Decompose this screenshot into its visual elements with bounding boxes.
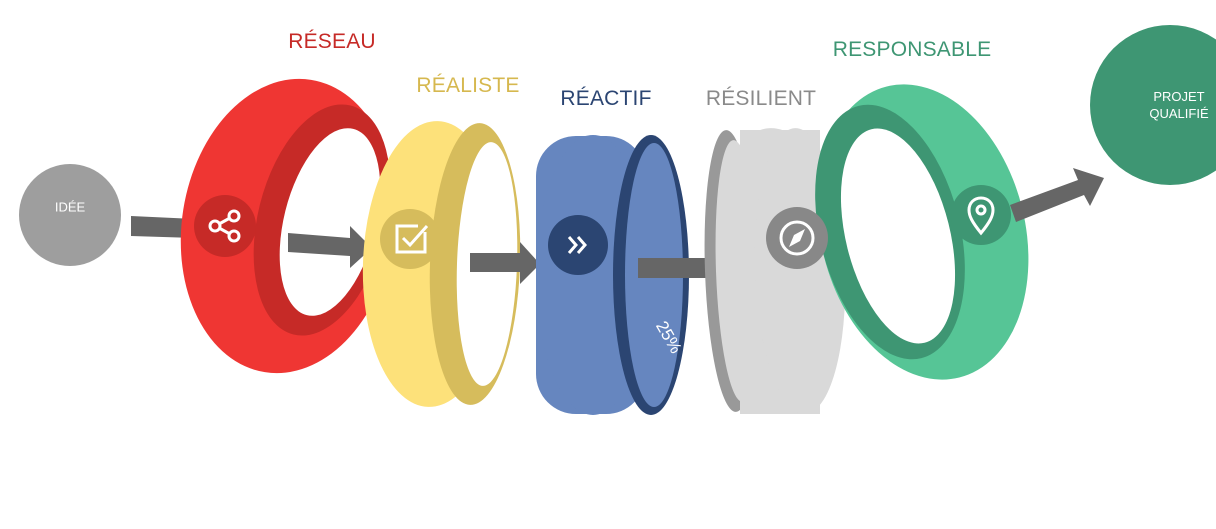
start-circle — [19, 164, 121, 266]
ring-responsable — [815, 84, 1029, 380]
ring-reseau — [180, 78, 396, 374]
end-label: PROJET QUALIFIÉ — [1149, 88, 1208, 122]
arrow-responsable-projet — [1010, 168, 1104, 222]
label-reactif: RÉACTIF — [560, 87, 652, 110]
label-resilient: RÉSILIENT — [705, 87, 817, 110]
reseau-icon-badge — [194, 195, 256, 257]
realiste-icon-badge — [380, 209, 440, 269]
end-node — [1090, 25, 1216, 185]
reactif-icon-badge — [548, 215, 608, 275]
end-label-line2: QUALIFIÉ — [1149, 106, 1209, 121]
label-reseau: RÉSEAU — [288, 30, 376, 53]
start-label: IDÉE — [54, 199, 86, 215]
location-pin-icon — [967, 196, 995, 236]
ring-reactif — [536, 135, 689, 415]
arrow-reseau-realiste — [288, 226, 372, 268]
arrow-idee-reseau — [131, 216, 195, 238]
compass-icon — [779, 220, 815, 256]
end-circle — [1090, 25, 1216, 185]
end-label-line1: PROJET — [1153, 89, 1205, 104]
label-responsable: RESPONSABLE — [832, 38, 992, 61]
checkbox-icon — [395, 224, 429, 254]
label-realiste: RÉALISTE — [416, 74, 520, 97]
share-icon — [208, 209, 241, 243]
ring-resilient — [704, 128, 846, 414]
resilient-icon-badge — [766, 207, 828, 269]
responsable-icon-badge — [951, 185, 1011, 245]
arrow-realiste-reactif — [470, 242, 540, 284]
double-chevron-right-icon — [567, 236, 587, 254]
start-node — [19, 164, 121, 266]
